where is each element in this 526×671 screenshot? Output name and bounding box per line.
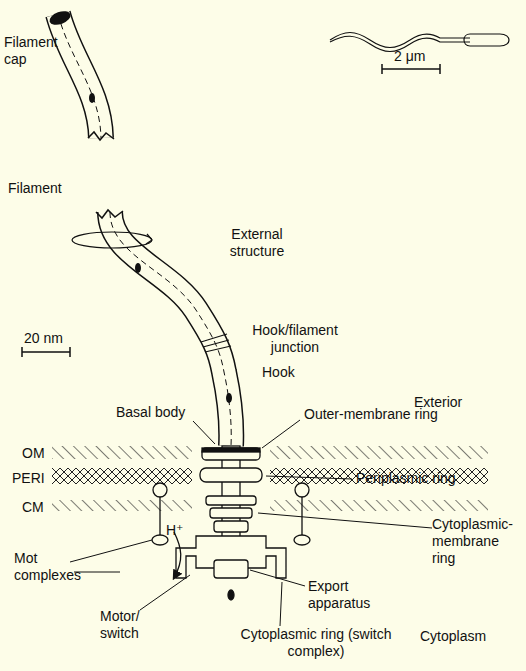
part-label: Hook/filament junction bbox=[240, 322, 350, 356]
part-label: Export apparatus bbox=[308, 578, 380, 612]
part-label: Outer-membrane ring bbox=[304, 406, 464, 423]
mot-complexes bbox=[152, 483, 310, 578]
layer-label: PERI bbox=[12, 470, 52, 487]
scale-bars bbox=[22, 64, 440, 357]
part-label: Periplasmic ring bbox=[356, 470, 496, 487]
part-label: Mot complexes bbox=[14, 550, 84, 584]
basal-body bbox=[176, 446, 286, 600]
part-label: Hook bbox=[262, 364, 312, 381]
scale-label: 2 μm bbox=[394, 48, 454, 65]
ion-label: H⁺ bbox=[166, 522, 190, 539]
part-label: Filament cap bbox=[4, 34, 66, 68]
region-label: External structure bbox=[212, 226, 302, 260]
layer-label: CM bbox=[22, 499, 52, 516]
leader-lines bbox=[70, 420, 432, 626]
scale-label: 20 nm bbox=[24, 330, 84, 347]
region-label: Cytoplasm bbox=[420, 628, 510, 645]
part-label: Basal body bbox=[116, 404, 196, 421]
part-label: Motor/ switch bbox=[100, 608, 158, 642]
part-label: Filament bbox=[8, 180, 78, 197]
part-label: Cytoplasmic ring (switch complex) bbox=[226, 626, 406, 660]
filament-and-hook bbox=[48, 9, 232, 446]
part-label: Cytoplasmic-membrane ring bbox=[432, 516, 522, 567]
layer-label: OM bbox=[22, 445, 52, 462]
